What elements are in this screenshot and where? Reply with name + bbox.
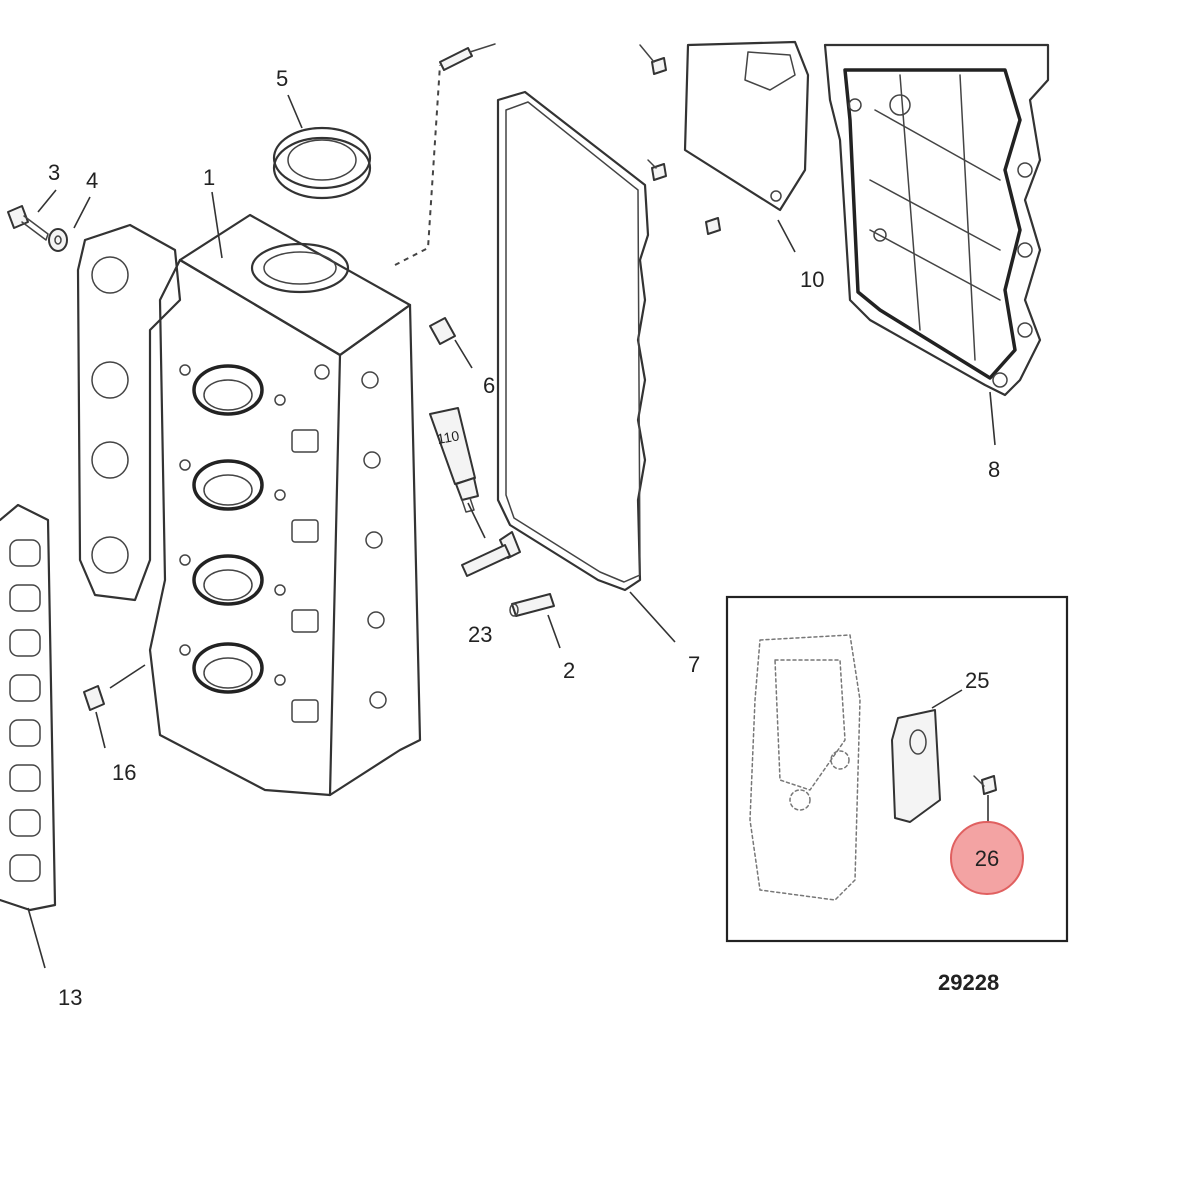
- part-13-intake-gasket: [0, 503, 57, 912]
- part-2-dowel-pin: [509, 593, 555, 617]
- leader-lines: [27, 94, 996, 969]
- callout-13: 13: [58, 985, 82, 1010]
- callout-3: 3: [48, 160, 60, 185]
- cover-screws: [639, 44, 721, 235]
- part-23-bolt: [461, 531, 521, 577]
- part-16-dowel: [83, 685, 105, 711]
- part-4-washer: [48, 228, 68, 252]
- sealant-label-110: 110: [436, 427, 461, 447]
- callout-1: 1: [203, 165, 215, 190]
- callout-8: 8: [988, 457, 1000, 482]
- inset-frame: [725, 595, 1069, 943]
- part-26-screw: [973, 775, 997, 795]
- part-10-cover-plate: [683, 40, 810, 212]
- head-dowel: [429, 317, 456, 345]
- part-1-cylinder-head: [76, 213, 422, 797]
- inset-cover-ghost: [749, 634, 861, 901]
- upper-dowel: [439, 43, 496, 71]
- part-25-plate: [891, 709, 941, 823]
- part-110-sealant-tube: [429, 407, 479, 513]
- part-3-bolt: [7, 205, 49, 241]
- callout-labels: 1 2 3 4 5 6 7 8 10 13 16 23 25 26 110 29…: [48, 66, 1024, 1010]
- callout-23: 23: [468, 622, 492, 647]
- callout-25: 25: [965, 668, 989, 693]
- callout-4: 4: [86, 168, 98, 193]
- part-5-seal-ring: [272, 126, 372, 200]
- part-8-valve-cover: [823, 43, 1050, 397]
- part-7-cover-gasket: [496, 90, 650, 592]
- callout-16: 16: [112, 760, 136, 785]
- callout-26-highlight: [950, 821, 1024, 895]
- assembly-line: [394, 64, 441, 266]
- callout-6: 6: [483, 373, 495, 398]
- figure-number: 29228: [938, 970, 999, 995]
- callout-10: 10: [800, 267, 824, 292]
- callout-5: 5: [276, 66, 288, 91]
- callout-2: 2: [563, 658, 575, 683]
- inset-detail: [725, 595, 1069, 943]
- callout-26: 26: [975, 846, 999, 871]
- callout-7: 7: [688, 652, 700, 677]
